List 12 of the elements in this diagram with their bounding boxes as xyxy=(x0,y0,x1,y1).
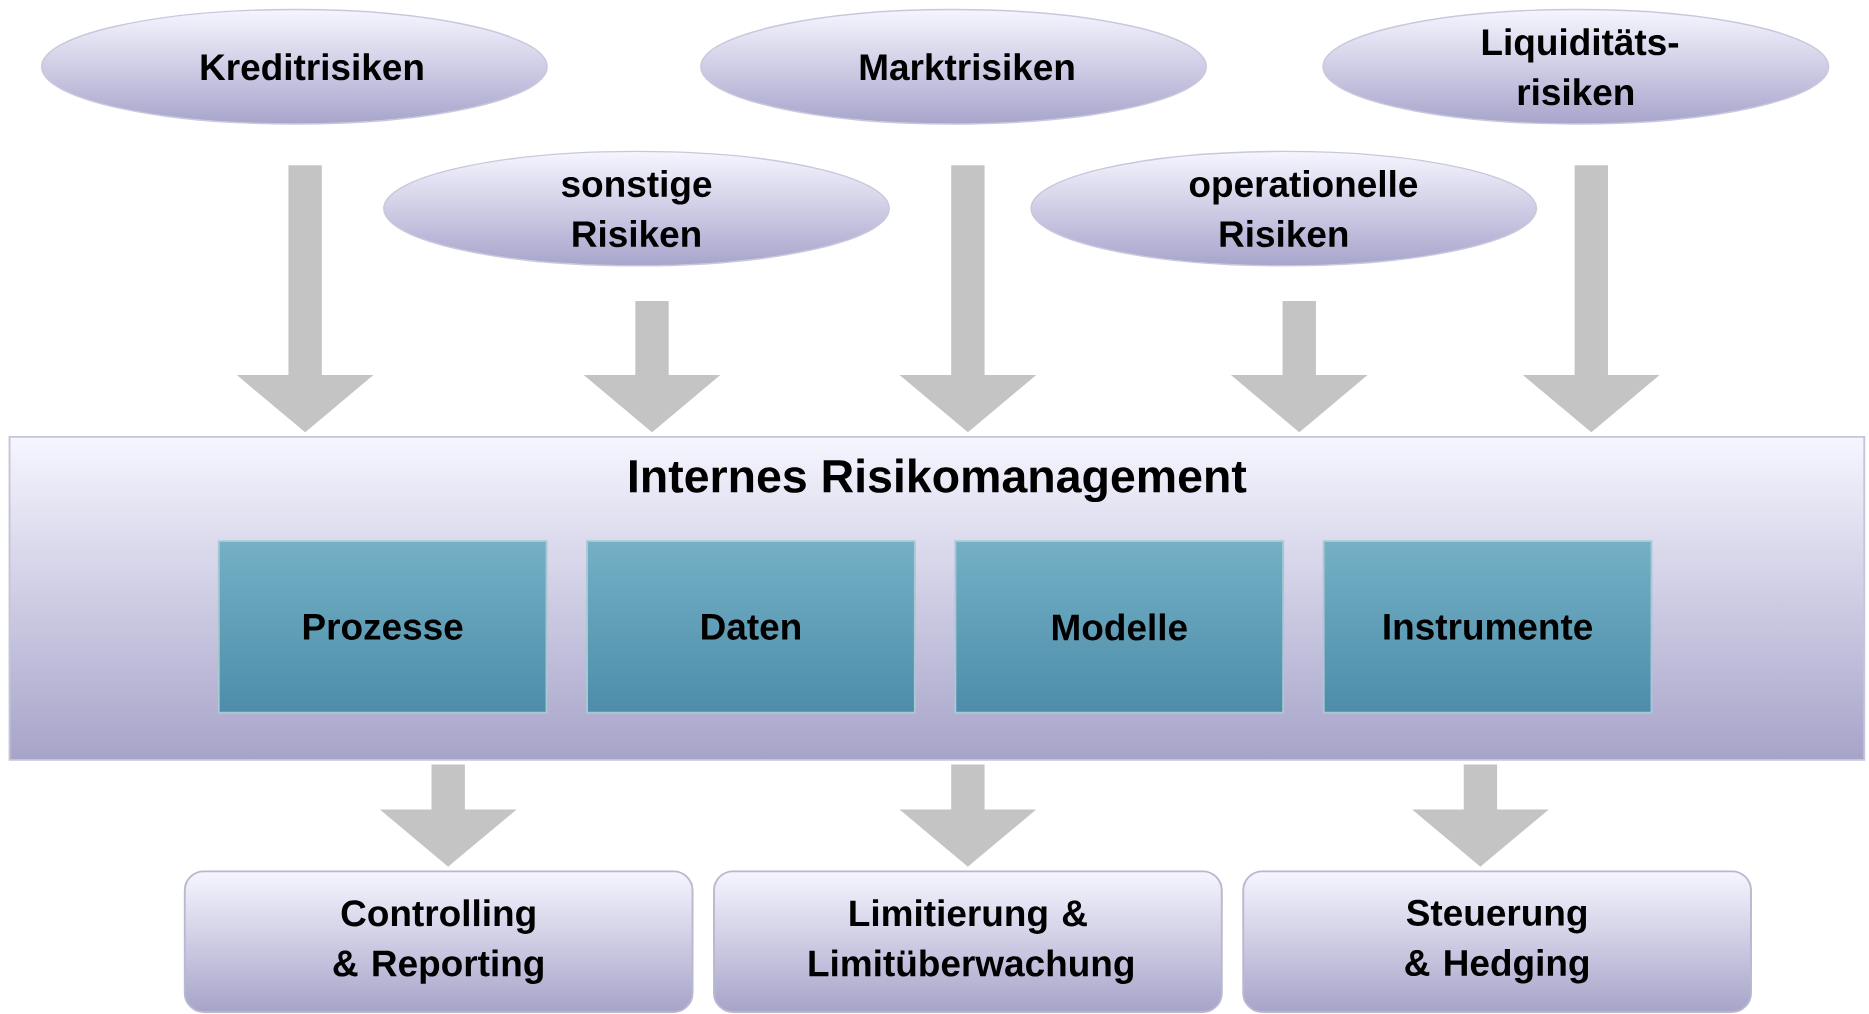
result-box: Controlling & Reporting xyxy=(183,870,694,1013)
result-box: Steuerung & Hedging xyxy=(1242,870,1752,1013)
ellipse-node: Kreditrisiken xyxy=(41,8,548,125)
result-box: Limitierung & Limitüberwachung xyxy=(713,870,1223,1013)
ellipse-node: Liquiditäts- risiken xyxy=(1322,8,1830,125)
process-box: Prozesse xyxy=(217,540,548,714)
ellipse-node: Marktrisiken xyxy=(700,8,1207,125)
process-box: Daten xyxy=(586,540,916,714)
ellipse-node: sonstige Risiken xyxy=(383,150,890,267)
process-box: Modelle xyxy=(954,540,1285,714)
process-box: Instrumente xyxy=(1322,540,1653,714)
ellipse-node: operationelle Risiken xyxy=(1030,150,1538,267)
